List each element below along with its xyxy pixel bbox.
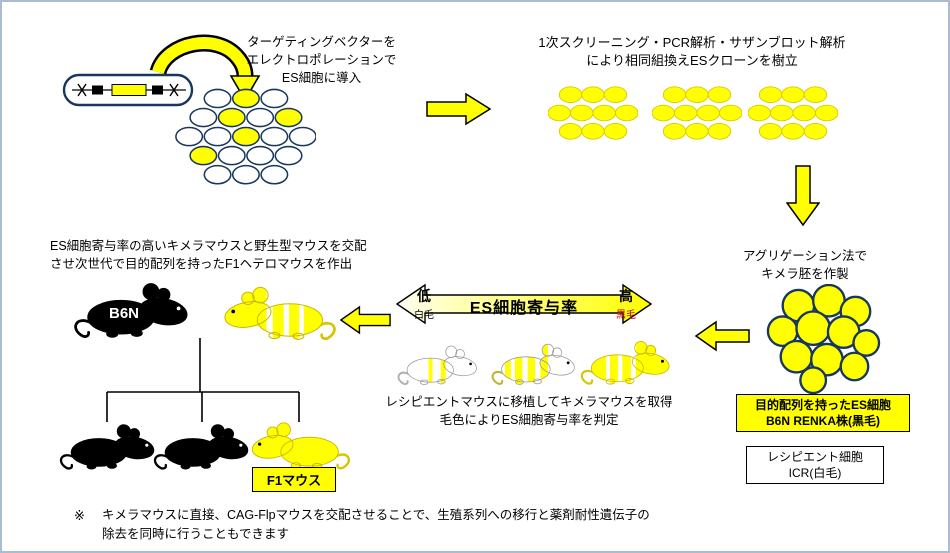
intro-caption-line1: ターゲティングベクターを — [247, 35, 396, 49]
intro-caption: ターゲティングベクターを エレクトロポレーションで ES細胞に導入 — [239, 34, 404, 87]
es-cell-grid — [174, 88, 317, 188]
contribution-scale: 低 白毛 ES細胞寄与率 高 黒毛 — [395, 282, 653, 326]
footnote: ※ キメラマウスに直接、CAG-Flpマウスを交配させることで、生殖系列への移行… — [74, 506, 714, 544]
screening-caption-line1: 1次スクリーニング・PCR解析・サザンブロット解析 — [538, 35, 846, 50]
arrow-down-icon — [786, 165, 820, 227]
aggregation-caption: アグリゲーション法で キメラ胚を作製 — [730, 248, 880, 284]
footnote-marker: ※ — [74, 508, 85, 523]
es-cell-label-box: 目的配列を持ったES細胞 B6N RENKA株(黒毛) — [736, 394, 910, 433]
footnote-line2: 除去を同時に行うこともできます — [102, 526, 290, 541]
mouse-offspring-black-1 — [58, 420, 158, 473]
targeting-vector-icon — [62, 73, 194, 107]
recipient-label-box: レシピエント細胞 ICR(白毛) — [746, 446, 884, 485]
arrow-left-icon-1 — [694, 320, 750, 352]
screening-caption-line2: により相同組換えESクローンを樹立 — [586, 53, 798, 69]
scale-low-label: 低 — [417, 288, 431, 304]
screening-caption: 1次スクリーニング・PCR解析・サザンブロット解析 により相同組換えESクローン… — [507, 34, 877, 71]
aggregation-caption-line2: キメラ胚を作製 — [761, 266, 849, 281]
contribution-caption-line2: 毛色によりES細胞寄与率を判定 — [439, 412, 619, 427]
arrow-left-icon-2 — [339, 305, 391, 335]
recipient-label-line2: ICR(白毛) — [788, 466, 842, 481]
mouse-b6n — [72, 278, 192, 342]
breeding-caption: ES細胞寄与率の高いキメラマウスと野生型マウスを交配 させ次世代で目的配列を持っ… — [50, 238, 367, 274]
mouse-offspring-black-2 — [152, 420, 252, 473]
es-clone-cluster-1 — [547, 86, 639, 140]
f1-label-box: F1マウス — [252, 467, 336, 492]
es-cell-label-line1: 目的配列を持ったES細胞 — [754, 398, 891, 412]
aggregation-caption-line1: アグリゲーション法で — [742, 249, 868, 263]
mouse-f1-yellow — [248, 418, 352, 473]
pedigree-lines — [106, 338, 300, 422]
chimeric-embryo — [764, 283, 882, 395]
scale-high-sublabel: 黒毛 — [616, 310, 636, 321]
mouse-chimera-parent — [220, 282, 338, 344]
intro-caption-line3: ES細胞に導入 — [281, 70, 362, 85]
breeding-caption-line2: させ次世代で目的配列を持ったF1ヘテロマウスを作出 — [50, 256, 353, 271]
es-cell-label-line2: B6N RENKA株(黒毛) — [765, 414, 880, 429]
contribution-arrow-icon — [395, 283, 653, 325]
mouse-chimera-low — [396, 342, 480, 388]
scale-high-label: 高 — [619, 288, 633, 304]
intro-caption-line2: エレクトロポレーションで — [246, 52, 397, 67]
es-clone-cluster-2 — [651, 86, 743, 140]
es-clone-cluster-3 — [747, 86, 839, 140]
mouse-chimera-high — [579, 337, 673, 388]
b6n-label: B6N — [108, 305, 139, 322]
arrow-right-icon — [426, 92, 492, 126]
recipient-label-line1: レシピエント細胞 — [766, 450, 863, 464]
breeding-caption-line1: ES細胞寄与率の高いキメラマウスと野生型マウスを交配 — [50, 239, 367, 253]
contribution-caption: レシピエントマウスに移植してキメラマウスを取得 毛色によりES細胞寄与率を判定 — [384, 394, 674, 430]
electroporation-curved-arrow-icon — [149, 34, 261, 102]
mouse-chimera-mid — [490, 340, 578, 388]
scale-low-sublabel: 白毛 — [414, 310, 434, 321]
contribution-caption-line1: レシピエントマウスに移植してキメラマウスを取得 — [385, 395, 673, 409]
footnote-line1: キメラマウスに直接、CAG-Flpマウスを交配させることで、生殖系列への移行と薬… — [102, 508, 650, 522]
scale-title: ES細胞寄与率 — [469, 300, 579, 317]
footnote-text: キメラマウスに直接、CAG-Flpマウスを交配させることで、生殖系列への移行と薬… — [102, 506, 650, 544]
